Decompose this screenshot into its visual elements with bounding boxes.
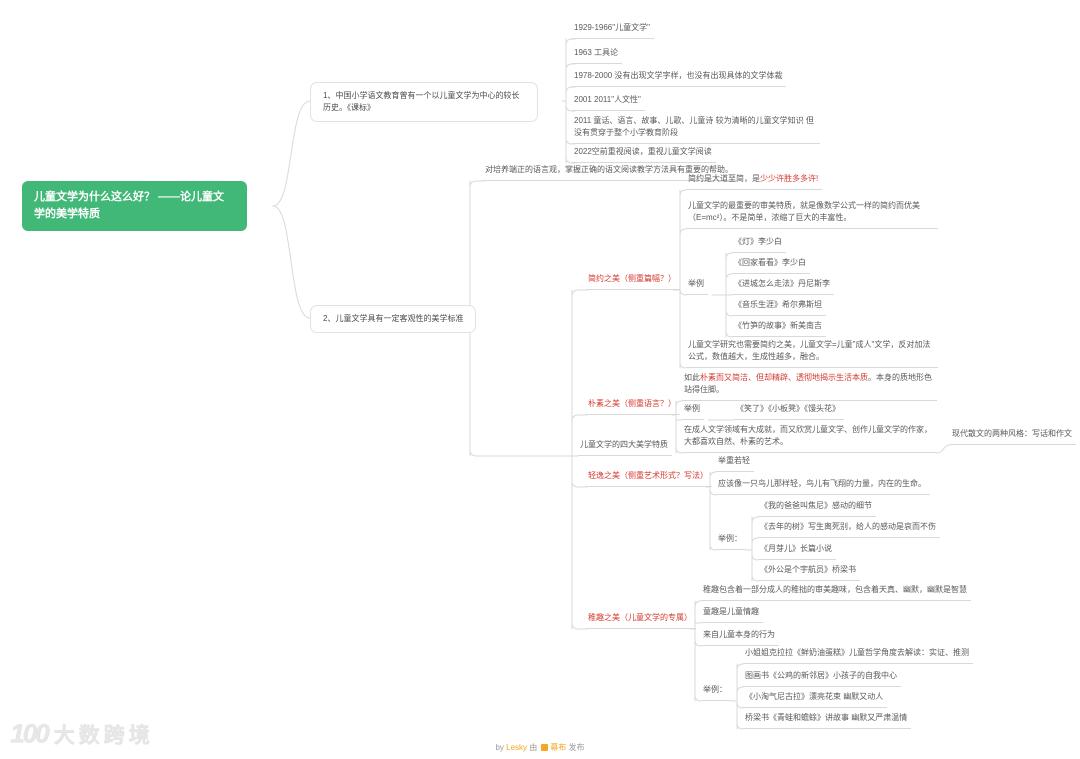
jianyue-point-3[interactable]: 儿童文学研究也需要简约之美，儿童文学=儿童"成人"文学，反对加法公式，数值越大，… xyxy=(686,339,938,368)
qingyi-point-2[interactable]: 应该像一只鸟儿那样轻，鸟儿有飞翔的力量，内在的生命。 xyxy=(716,478,930,495)
example-item[interactable]: 《进城怎么走法》丹尼斯李 xyxy=(732,278,834,295)
zhiqu-point-3[interactable]: 来自儿童本身的行为 xyxy=(701,629,779,646)
quality-zhiqu-label[interactable]: 稚趣之美（儿童文学的专属） xyxy=(586,612,696,629)
jianyue-point-2[interactable]: 儿童文学的最重要的审美特质，就是像数学公式一样的简约而优美（E=mc²）。不是简… xyxy=(686,200,938,229)
quality-qingyi-label[interactable]: 轻逸之美（侧重艺术形式？写法） xyxy=(586,470,712,487)
footer-by: by xyxy=(495,743,504,752)
four-qualities-label[interactable]: 儿童文学的四大美学特质 xyxy=(578,439,672,456)
example-item[interactable]: 图画书《公鸡的新邻居》小孩子的自我中心 xyxy=(743,670,901,687)
pusu-aside[interactable]: 现代散文的两种风格：写话和作文 xyxy=(950,428,1076,445)
example-item[interactable]: 《笑了》《小板凳》《馒头花》 xyxy=(734,403,844,420)
example-item[interactable]: 《月芽儿》长篇小说 xyxy=(758,543,836,560)
zhiqu-point-2[interactable]: 童趣是儿童情趣 xyxy=(701,606,763,623)
author-link[interactable]: Lesky xyxy=(506,743,528,752)
brand-logo-icon: 100 xyxy=(10,718,49,748)
example-item[interactable]: 《小淘气尼古拉》漂亮花束 幽默又动人 xyxy=(743,691,888,708)
jianyue-examples-label[interactable]: 举例 xyxy=(686,278,708,295)
note-language-view[interactable]: 对培养端正的语言观，掌握正确的语文阅读教学方法具有重要的帮助。 xyxy=(483,164,737,181)
example-item[interactable]: 《我的爸爸叫焦尼》感动的细节 xyxy=(758,500,876,517)
brand-name: 大数跨境 xyxy=(53,723,154,747)
quality-pusu-label[interactable]: 朴素之美（侧重语言？） xyxy=(586,398,680,415)
zhiqu-point-1[interactable]: 稚趣包含着一部分成人的稚拙的审美趣味，包含着天真、幽默，幽默是智慧 xyxy=(701,584,971,601)
jianyue-point-1[interactable]: 简约是大道至简，是少少许胜多多许! xyxy=(686,173,823,190)
brand-watermark: 100 大数跨境 xyxy=(10,718,153,749)
pusu-examples-label[interactable]: 举例 xyxy=(682,403,704,420)
example-item[interactable]: 《竹笋的故事》新美南吉 xyxy=(732,320,826,337)
mubu-logo-icon xyxy=(541,744,549,751)
example-item[interactable]: 《音乐生涯》希尔弗斯坦 xyxy=(732,299,826,316)
timeline-item[interactable]: 1929-1966"儿童文学" xyxy=(572,22,654,39)
timeline-item[interactable]: 1963 工具论 xyxy=(572,47,623,64)
example-item[interactable]: 《灯》李少白 xyxy=(732,236,786,253)
timeline-item[interactable]: 2001 2011"人文性" xyxy=(572,94,645,111)
zhiqu-examples-label[interactable]: 举例： xyxy=(701,684,731,701)
topic-1[interactable]: 1、中国小学语文教育曾有一个以儿童文学为中心的较长历史。《课标》 xyxy=(310,82,538,122)
footer-via: 由 xyxy=(529,743,538,752)
pusu-point-1-highlight: 朴素而又简洁、但却精辟、透彻地揭示生活本质 xyxy=(700,373,868,382)
jianyue-point-1-highlight: 少少许胜多多许! xyxy=(760,174,819,183)
qingyi-examples-label[interactable]: 举例： xyxy=(716,533,746,550)
topic-2[interactable]: 2、儿童文学具有一定客观性的美学标准 xyxy=(310,305,477,333)
timeline-item[interactable]: 1978-2000 没有出现文学字样，也没有出现具体的文学体裁 xyxy=(572,70,787,87)
example-item[interactable]: 《外公是个宇航员》桥梁书 xyxy=(758,564,860,581)
root-topic[interactable]: 儿童文学为什么这么好？ ——论儿童文学的美学特质 xyxy=(22,181,247,231)
footer-publish: 发布 xyxy=(568,743,585,752)
example-item[interactable]: 《去年的树》写生离死别，给人的感动是哀而不伤 xyxy=(758,521,940,538)
pusu-point-1[interactable]: 如此朴素而又简洁、但却精辟、透彻地揭示生活本质。本身的质地形色站得住脚。 xyxy=(682,372,937,401)
pusu-point-1-prefix: 如此 xyxy=(684,373,700,382)
mubu-link[interactable]: 幕布 xyxy=(550,743,567,752)
pusu-point-2[interactable]: 在成人文学领域有大成就，而又欣赏儿童文学、创作儿童文学的作家，大都喜欢自然、朴素… xyxy=(682,424,937,453)
quality-jianyue-label[interactable]: 简约之美（侧重篇幅？） xyxy=(586,273,680,290)
jianyue-point-1-text: 简约是大道至简，是 xyxy=(688,174,760,183)
example-item[interactable]: 《回家看看》李少白 xyxy=(732,257,810,274)
timeline-item[interactable]: 2022空前重视阅读，重视儿童文学阅读 xyxy=(572,146,716,163)
timeline-item[interactable]: 2011 童话、语言、故事、儿歌、儿童诗 较为清晰的儿童文学知识 但没有贯穿于整… xyxy=(572,115,820,144)
publish-footer: by Lesky 由 幕布 发布 xyxy=(0,742,1080,753)
example-item[interactable]: 桥梁书《青蛙和蟾蜍》讲故事 幽默又严肃温情 xyxy=(743,712,912,729)
example-item[interactable]: 小姐姐克拉拉《鲜奶油蛋糕》儿童哲学角度去解读：实证、推测 xyxy=(743,647,973,664)
qingyi-point-1[interactable]: 举重若轻 xyxy=(716,455,754,472)
pusu-point-1-suffix: 。本身的质地形色站得住脚。 xyxy=(684,373,932,394)
